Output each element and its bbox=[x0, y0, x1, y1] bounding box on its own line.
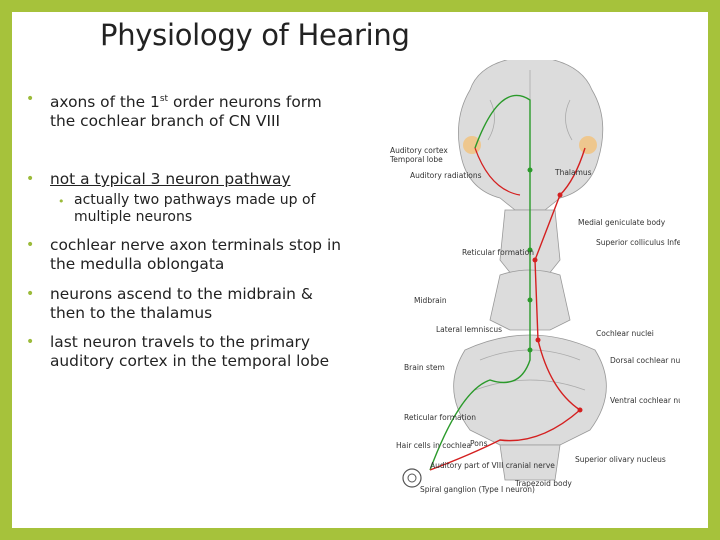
bullet-dot-icon: • bbox=[58, 195, 65, 208]
slide: Physiology of Hearing • axons of the 1st… bbox=[12, 12, 708, 528]
label-trapezoid-body: Trapezoid body bbox=[514, 479, 572, 488]
label-spiral-ganglion: Spiral ganglion (Type I neuron) bbox=[420, 485, 535, 494]
bullet-text: not a typical 3 neuron pathway bbox=[50, 170, 291, 188]
radiation-line bbox=[474, 147, 521, 196]
label-midbrain: Midbrain bbox=[414, 296, 447, 305]
bullet-text: axons of the 1st order neurons form the … bbox=[50, 93, 322, 131]
label-ventral-cochlear: Ventral cochlear nucleus bbox=[610, 396, 680, 405]
bullet-dot-icon: • bbox=[26, 237, 35, 253]
bullet-text: neurons ascend to the midbrain & then to… bbox=[50, 285, 313, 322]
label-hair-cells: Hair cells in cochlea bbox=[396, 441, 471, 450]
label-temporal-lobe: Temporal lobe bbox=[389, 155, 443, 164]
label-lateral-lemniscus: Lateral lemniscus bbox=[436, 325, 502, 334]
label-reticular-formation-top: Reticular formation bbox=[462, 248, 534, 257]
label-colliculus: Superior colliculus Inferior colliculus bbox=[596, 238, 680, 247]
ipsilateral-pathway-line bbox=[429, 94, 531, 471]
pathway-nodes bbox=[527, 167, 533, 353]
bullet-dot-icon: • bbox=[26, 171, 35, 187]
bullet-text: actually two pathways made up of multipl… bbox=[74, 192, 316, 225]
bullet-text: last neuron travels to the primary audit… bbox=[50, 333, 330, 370]
auditory-cortex-right-marker bbox=[579, 136, 597, 154]
auditory-cortex-left-marker bbox=[463, 136, 481, 154]
label-superior-olivary: Superior olivary nucleus bbox=[575, 455, 666, 464]
label-reticular-formation-bottom: Reticular formation bbox=[404, 413, 476, 422]
label-medial-geniculate: Medial geniculate body bbox=[578, 218, 666, 227]
bullet-dot-icon: • bbox=[26, 91, 35, 107]
brain-illustration bbox=[453, 60, 607, 481]
label-auditory-cortex: Auditory cortex bbox=[390, 146, 448, 155]
label-pons: Pons bbox=[470, 439, 488, 448]
slide-title: Physiology of Hearing bbox=[100, 18, 410, 52]
auditory-pathway-diagram: Auditory cortex Temporal lobe Auditory r… bbox=[389, 60, 680, 494]
label-dorsal-cochlear: Dorsal cochlear nucleus bbox=[610, 356, 680, 365]
cochlea-icon bbox=[402, 468, 422, 488]
bullet-dot-icon: • bbox=[26, 286, 35, 302]
label-cochlear-nuclei: Cochlear nuclei bbox=[596, 329, 654, 338]
label-auditory-radiations: Auditory radiations bbox=[410, 171, 482, 180]
label-cochlear-nerve: Auditory part of VIII cranial nerve bbox=[430, 461, 555, 470]
label-brain-stem: Brain stem bbox=[404, 363, 445, 372]
label-thalamus: Thalamus bbox=[554, 168, 592, 177]
bullet-text: cochlear nerve axon terminals stop in th… bbox=[50, 236, 342, 273]
pathway-nodes-red bbox=[532, 192, 583, 413]
bullet-dot-icon: • bbox=[26, 334, 35, 350]
